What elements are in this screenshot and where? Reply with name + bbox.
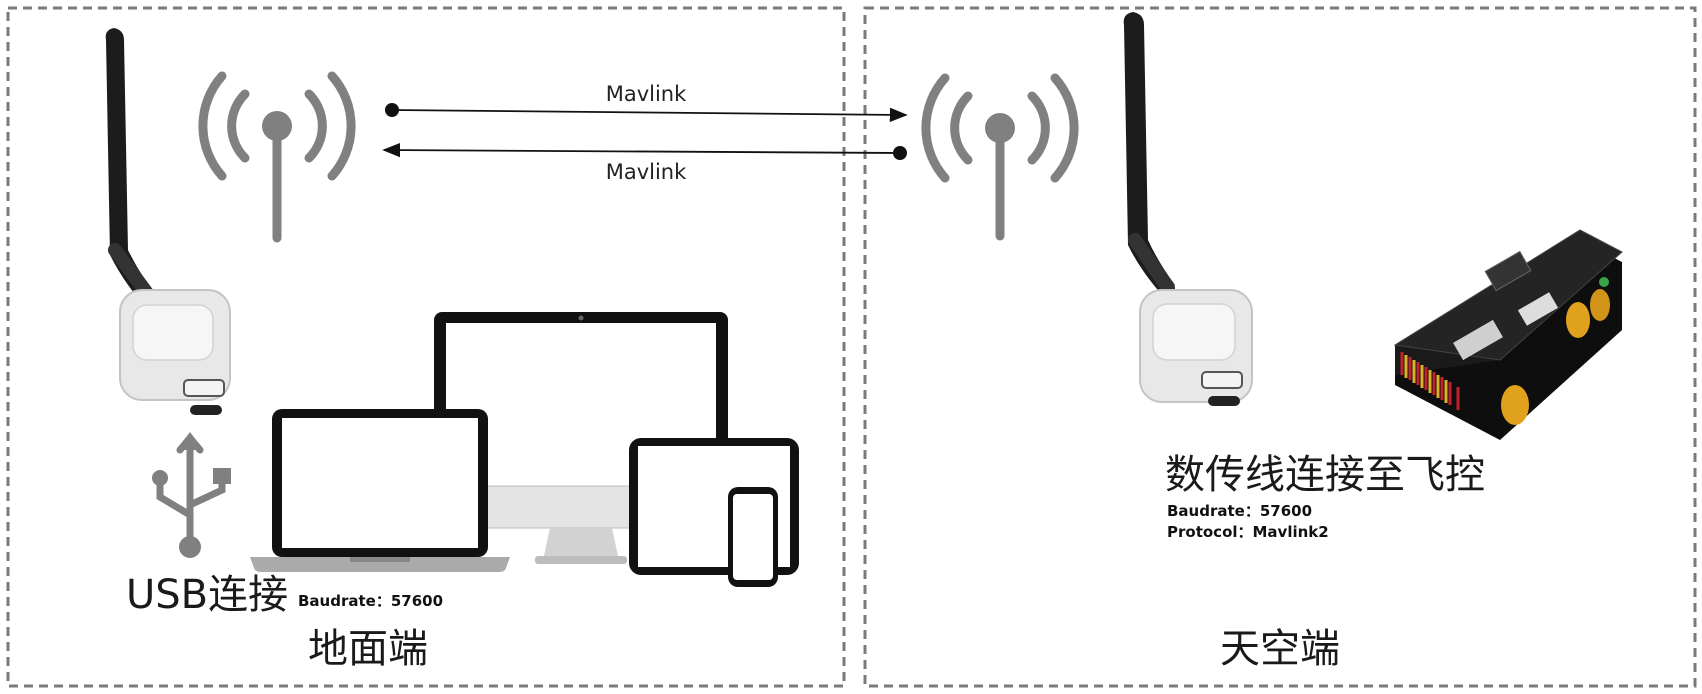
mavlink-label-top: Mavlink <box>606 82 687 106</box>
ground-baudrate-label: Baudrate：57600 <box>298 592 443 610</box>
air-antenna-icon <box>1123 12 1253 406</box>
air-connect-label: 数传线连接至飞控 <box>1165 452 1485 498</box>
air-wifi-signal-icon <box>921 73 1079 241</box>
ground-wifi-signal-icon <box>198 71 356 243</box>
mavlink-link-ground-to-air <box>385 103 908 123</box>
air-protocol-label: Protocol：Mavlink2 <box>1167 523 1329 541</box>
laptop-icon <box>250 409 510 572</box>
air-baudrate-label: Baudrate：57600 <box>1167 502 1312 520</box>
ground-title: 地面端 <box>308 626 428 672</box>
ground-panel <box>6 6 846 688</box>
flight-controller-icon <box>1393 229 1623 440</box>
air-title: 天空端 <box>1220 626 1340 672</box>
mavlink-link-air-to-ground <box>382 142 907 160</box>
usb-connection-label: USB连接 <box>126 572 288 618</box>
air-panel <box>863 6 1697 688</box>
phone-icon <box>728 487 778 587</box>
usb-icon <box>152 432 231 558</box>
ground-antenna-icon <box>105 28 231 415</box>
mavlink-label-bottom: Mavlink <box>606 160 687 184</box>
